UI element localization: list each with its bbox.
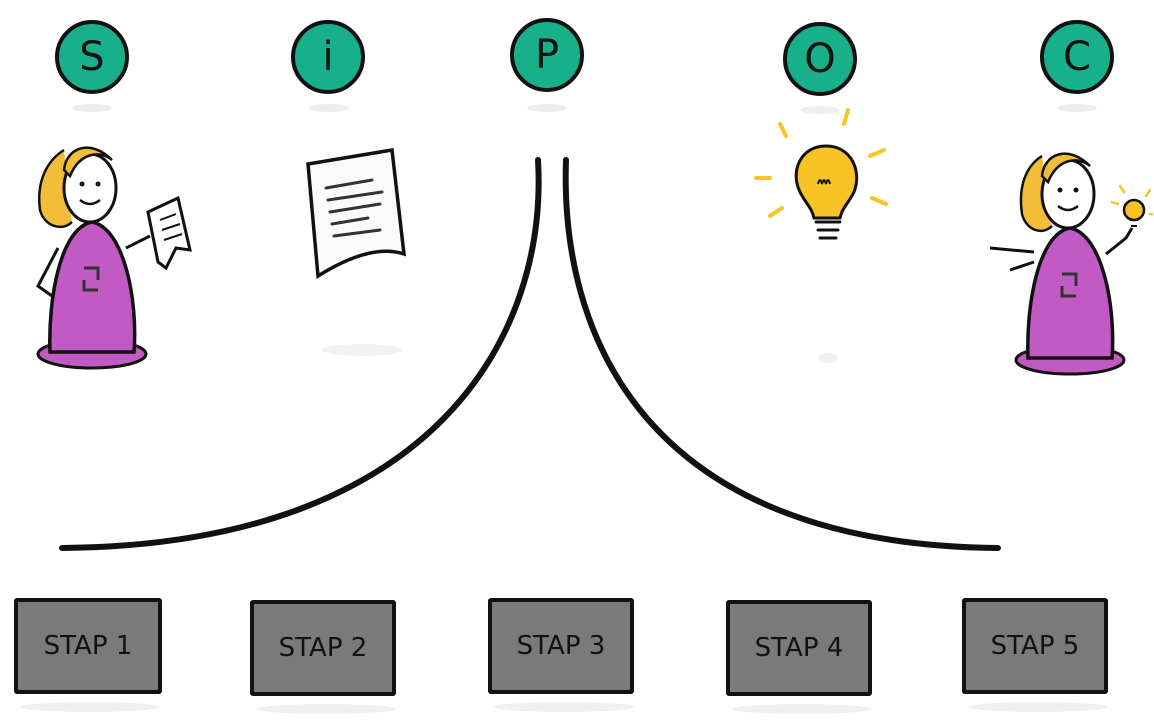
person-with-lightbulb-icon (989, 152, 1154, 376)
step-label-1: STAP 1 (43, 631, 133, 661)
circle-letter-c: C (1040, 20, 1114, 94)
letter-s: S (79, 34, 105, 80)
circle-letter-o: O (783, 22, 857, 96)
circle-shadow (1057, 104, 1097, 112)
step-label-3: STAP 3 (516, 631, 606, 661)
step-box-1: STAP 1 (14, 598, 162, 694)
letter-o: O (804, 36, 836, 82)
letter-c: C (1063, 34, 1091, 80)
letter-p: P (534, 32, 560, 78)
step-label-4: STAP 4 (754, 633, 844, 663)
circle-shadow (72, 104, 112, 112)
step-label-5: STAP 5 (990, 631, 1080, 661)
circle-shadow (527, 104, 567, 112)
circle-letter-p: P (510, 18, 584, 92)
step-box-2: STAP 2 (250, 600, 396, 696)
step-box-3: STAP 3 (488, 598, 634, 694)
step-shadow (256, 704, 396, 714)
step-shadow (968, 702, 1108, 712)
circle-letter-s: S (55, 20, 129, 94)
step-box-4: STAP 4 (726, 600, 872, 696)
step-shadow (20, 702, 160, 712)
step-label-2: STAP 2 (278, 633, 368, 663)
circle-letter-i: i (291, 20, 365, 94)
circle-shadow (800, 106, 840, 114)
letter-i: i (322, 34, 334, 80)
step-shadow (494, 702, 634, 712)
step-box-5: STAP 5 (962, 598, 1108, 694)
document-icon (306, 147, 407, 356)
step-shadow (732, 704, 872, 714)
lightbulb-icon (754, 108, 888, 363)
funnel-right-curve (562, 157, 1001, 551)
circle-shadow (309, 104, 349, 112)
person-with-document-icon (36, 146, 192, 370)
funnel-left-curve (59, 157, 542, 551)
